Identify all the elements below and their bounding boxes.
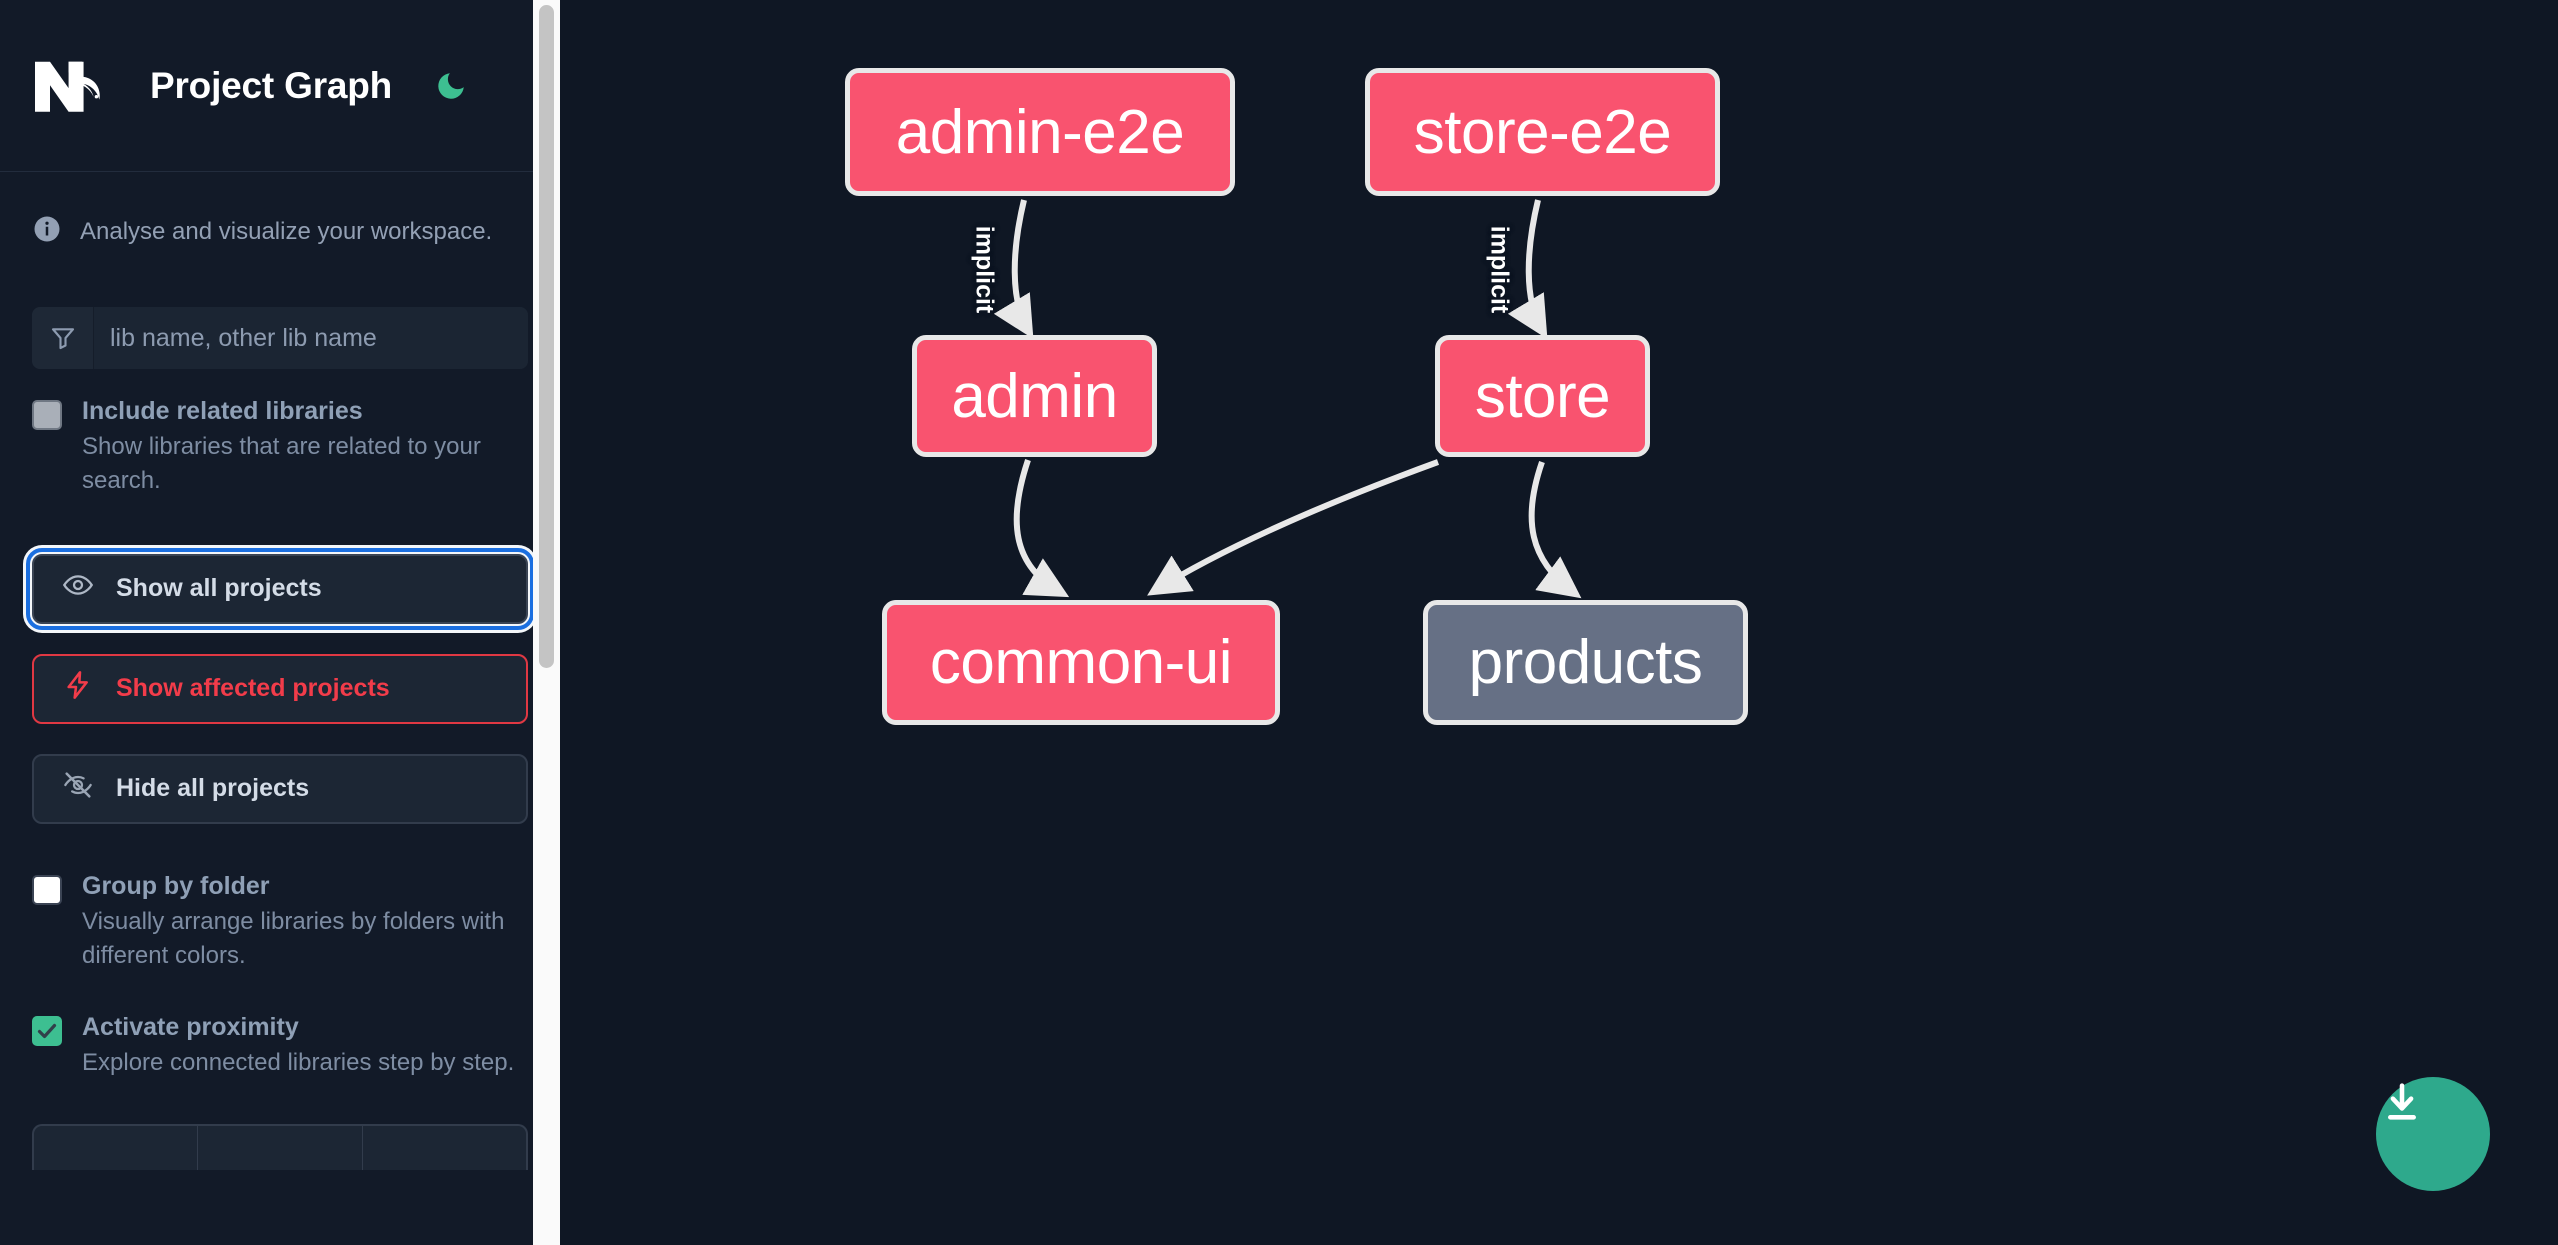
sidebar-body: Analyse and visualize your workspace. In… xyxy=(0,172,560,1170)
checkbox-group-by-folder[interactable] xyxy=(32,874,62,905)
segment-3[interactable] xyxy=(363,1126,526,1170)
edge-store-e2e-to-store xyxy=(1507,199,1548,340)
show-affected-projects-button[interactable]: Show affected projects xyxy=(32,653,528,724)
edge-label-implicit-store: implicit xyxy=(1485,225,1514,314)
segment-1[interactable] xyxy=(34,1125,199,1170)
eye-off-icon xyxy=(62,769,94,808)
show-affected-projects-label: Show affected projects xyxy=(116,674,390,703)
hide-all-projects-button[interactable]: Hide all projects xyxy=(32,753,528,824)
sidebar-scrollbar-thumb[interactable] xyxy=(539,5,554,668)
segment-2[interactable] xyxy=(198,1125,363,1170)
sidebar: Project Graph Analyse and visualize your… xyxy=(0,0,560,1245)
node-label: admin xyxy=(951,361,1118,431)
option-include-related-libraries[interactable]: Include related libraries Show libraries… xyxy=(32,397,528,498)
segmented-control[interactable] xyxy=(32,1123,528,1170)
lightning-bolt-icon xyxy=(62,669,94,708)
option-activate-proximity[interactable]: Activate proximity Explore connected lib… xyxy=(32,1013,528,1080)
edge-admin-e2e-to-admin xyxy=(993,199,1034,340)
option-description: Show libraries that are related to your … xyxy=(82,432,481,494)
node-label: common-ui xyxy=(929,628,1233,697)
hide-all-projects-label: Hide all projects xyxy=(116,774,310,803)
option-group-by-folder[interactable]: Group by folder Visually arrange librari… xyxy=(32,872,528,973)
node-label: admin-e2e xyxy=(895,97,1185,167)
filter-funnel-icon xyxy=(32,307,94,369)
graph-node-products[interactable]: products xyxy=(1423,600,1748,725)
page-title: Project Graph xyxy=(150,64,393,106)
edge-store-to-products xyxy=(1528,461,1582,599)
edge-admin-to-common-ui xyxy=(1013,459,1070,598)
graph-node-common-ui[interactable]: common-ui xyxy=(882,600,1280,725)
option-description: Explore connected libraries step by step… xyxy=(82,1048,515,1076)
graph-node-store[interactable]: store xyxy=(1435,335,1650,457)
filter-search-box[interactable] xyxy=(32,307,528,369)
option-title: Include related libraries xyxy=(82,397,363,425)
graph-node-admin-e2e[interactable]: admin-e2e xyxy=(845,68,1235,196)
option-title: Activate proximity xyxy=(82,1012,299,1041)
edge-store-to-common-ui xyxy=(1147,459,1440,596)
eye-icon xyxy=(62,569,94,608)
graph-node-admin[interactable]: admin xyxy=(912,335,1157,457)
info-icon xyxy=(32,214,62,249)
option-title: Group by folder xyxy=(82,871,270,900)
checkbox-activate-proximity[interactable] xyxy=(32,1015,62,1046)
node-label: products xyxy=(1468,628,1703,697)
download-image-button[interactable] xyxy=(2376,1077,2490,1191)
option-description: Visually arrange libraries by folders wi… xyxy=(82,907,505,969)
analyse-text: Analyse and visualize your workspace. xyxy=(80,217,493,245)
checkbox-include-related-libraries[interactable] xyxy=(32,400,62,430)
graph-edges xyxy=(993,199,1582,599)
sidebar-scrollbar[interactable] xyxy=(533,0,560,1245)
graph-canvas[interactable]: admin-e2e store-e2e admin store common-u… xyxy=(560,0,2558,1245)
edge-label-implicit-admin: implicit xyxy=(970,225,999,314)
moon-icon[interactable] xyxy=(426,61,476,111)
show-all-projects-button[interactable]: Show all projects xyxy=(26,547,534,630)
analyse-banner: Analyse and visualize your workspace. xyxy=(32,172,528,249)
sidebar-header: Project Graph xyxy=(0,0,560,172)
show-all-projects-label: Show all projects xyxy=(116,574,322,603)
nx-logo-icon xyxy=(32,56,118,116)
graph-node-store-e2e[interactable]: store-e2e xyxy=(1365,68,1720,196)
node-label: store xyxy=(1474,361,1611,431)
node-label: store-e2e xyxy=(1413,97,1672,167)
sidebar-bottom-control[interactable] xyxy=(32,1123,528,1170)
search-input[interactable] xyxy=(94,307,528,369)
